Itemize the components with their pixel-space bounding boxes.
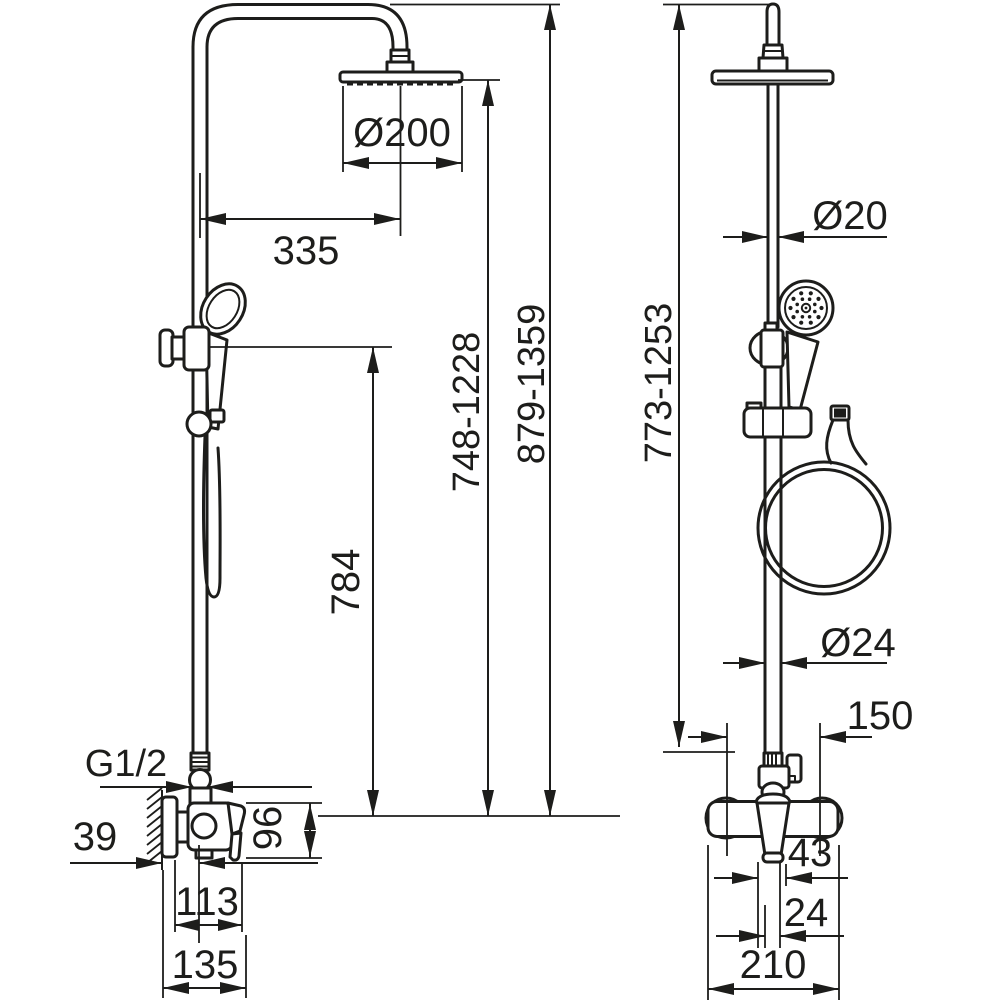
dim-label-mixer-width: 210 xyxy=(740,943,807,987)
cartridge-dome xyxy=(754,792,792,804)
hand-shower-handle-side xyxy=(785,330,820,412)
dim-arm-reach: 335 xyxy=(199,173,400,273)
dim-label-thread-size: G1/2 xyxy=(85,743,167,785)
dim-wall-offset: 39 xyxy=(70,815,318,943)
front-view-dimensions: Ø200 335 748-1228 879-1359 xyxy=(70,3,620,998)
dim-column-height-range: 773-1253 xyxy=(638,4,685,747)
mixer-side-view xyxy=(160,795,247,862)
mixer-lever xyxy=(755,801,791,857)
holder-clamp xyxy=(759,328,785,369)
head-connector-side xyxy=(757,43,789,73)
upper-pipe-cap xyxy=(765,2,781,47)
dim-label-lever-tip-width: 24 xyxy=(784,891,829,935)
dim-head-height-range: 748-1228 xyxy=(446,80,494,816)
dim-lever-tip-width: 24 xyxy=(716,862,844,948)
hand-shower-handle xyxy=(204,330,229,431)
dim-label-head-diameter: Ø200 xyxy=(353,111,451,155)
dim-label-rail-height: 784 xyxy=(324,549,368,616)
dim-label-arm-reach: 335 xyxy=(273,229,340,273)
overhead-shower-front xyxy=(338,70,464,86)
shower-hose-coil xyxy=(756,404,892,596)
hanging-hose xyxy=(202,434,222,599)
dim-total-height-range: 879-1359 xyxy=(511,4,556,816)
shower-column-front-view xyxy=(146,3,464,870)
overhead-shower-side xyxy=(710,69,835,86)
dim-rail-height: 784 xyxy=(324,347,379,816)
dim-label-body-height: 96 xyxy=(246,806,290,851)
dim-lever-width: 43 xyxy=(714,831,848,948)
swivel-ball xyxy=(185,410,213,438)
mixer-front-view xyxy=(704,792,844,864)
dim-label-wall-offset: 39 xyxy=(73,815,118,859)
dim-mixer-width: 210 xyxy=(707,845,840,1000)
shower-column-side-view xyxy=(704,2,892,864)
dim-upper-pipe-diameter: Ø20 xyxy=(723,194,888,243)
mixer-handle-side xyxy=(226,801,247,836)
wall-escutcheon xyxy=(160,795,179,859)
dim-label-head-height-range: 748-1228 xyxy=(446,332,488,493)
dim-label-inlet-spacing: 150 xyxy=(847,694,914,738)
dim-label-total-height-range: 879-1359 xyxy=(511,304,553,465)
riser-pipe xyxy=(191,3,409,755)
side-view-dimensions: 773-1253 Ø20 Ø24 150 xyxy=(638,3,913,1000)
dim-label-lower-pipe-diameter: Ø24 xyxy=(820,621,896,665)
cartridge-cap xyxy=(190,812,218,840)
slide-bracket xyxy=(182,325,211,372)
slide-bracket-side xyxy=(742,401,813,439)
spray-nozzles xyxy=(788,291,824,325)
dim-label-upper-pipe-diameter: Ø20 xyxy=(812,194,888,238)
dim-lower-pipe-diameter: Ø24 xyxy=(723,621,896,669)
dim-inlet-spacing: 150 xyxy=(688,694,913,856)
dim-head-diameter: Ø200 xyxy=(342,86,463,172)
shower-arm-connector xyxy=(385,48,415,74)
dim-body-height: 96 xyxy=(246,802,322,859)
hand-shower-side xyxy=(748,279,835,412)
dim-total-depth: 135 xyxy=(162,870,247,998)
dim-label-total-depth: 135 xyxy=(172,943,239,987)
dim-depth-to-handle: 113 xyxy=(174,860,243,932)
hand-shower-front xyxy=(158,282,247,599)
dim-thread-size: G1/2 xyxy=(85,743,312,793)
dim-label-column-height-range: 773-1253 xyxy=(638,303,680,464)
dim-label-lever-width: 43 xyxy=(788,831,833,875)
dim-label-depth-to-handle: 113 xyxy=(175,880,239,924)
wall-hatching xyxy=(146,787,163,870)
hose-outlet xyxy=(194,848,214,860)
riser-bottom-union-front xyxy=(188,751,213,806)
